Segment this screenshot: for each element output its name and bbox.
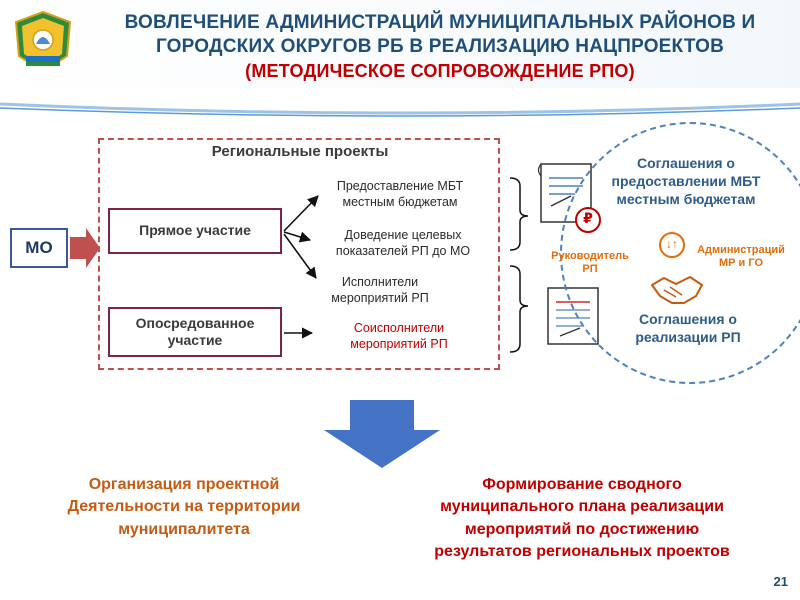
item-3-line-2: мероприятий РП [331, 291, 429, 306]
item-4-line-1: Соисполнители [353, 321, 445, 335]
agreement-mbt: Соглашения о предоставлении МБТ местным … [586, 154, 786, 209]
page-subtitle: (МЕТОДИЧЕСКОЕ СОПРОВОЖДЕНИЕ РПО) [245, 61, 635, 81]
arrow-to-item-3 [283, 233, 317, 279]
header-divider [0, 100, 800, 120]
outcome-project-activity: Организация проектной Деятельности на те… [24, 474, 344, 541]
role-left-line-2: РП [582, 263, 598, 276]
down-arrow [324, 400, 440, 468]
role-left-line-1: Руководитель [551, 250, 629, 262]
page-title-line-2: ГОРОДСКИХ ОКРУГОВ РБ В РЕАЛИЗАЦИЮ НАЦПРО… [155, 36, 725, 57]
regional-projects-frame [98, 138, 500, 370]
agreement-mbt-line-2: предоставлении МБТ [611, 173, 761, 190]
item-executors: Исполнители мероприятий РП [300, 274, 460, 307]
indirect-participation-line-2: участие [167, 332, 223, 348]
page-number: 21 [773, 574, 788, 589]
role-right-line-2: МР и ГО [718, 257, 764, 270]
bracket-bottom [509, 265, 529, 353]
bracket-top [509, 177, 529, 251]
outcome-left-line-1: Организация проектной [88, 476, 280, 493]
indirect-participation-line-1: Опосредованное [135, 314, 255, 331]
outcome-left-line-2: Деятельности на территории [67, 498, 301, 516]
item-co-executors: Соисполнители мероприятий РП [314, 320, 484, 353]
outcome-left-line-3: муниципалитета [118, 520, 250, 538]
item-target-indicators: Доведение целевых показателей РП до МО [308, 227, 498, 260]
item-mbt-transfer: Предоставление МБТ местным бюджетам [300, 178, 500, 211]
page-title-line-1: ВОВЛЕЧЕНИЕ АДМИНИСТРАЦИЙ МУНИЦИПАЛЬНЫХ Р… [124, 12, 756, 33]
outcome-right-line-1: Формирование сводного [482, 476, 682, 493]
outcome-right-line-4: результатов региональных проектов [434, 543, 730, 561]
agreement-mbt-line-1: Соглашения о [637, 155, 735, 171]
item-3-line-1: Исполнители [341, 275, 419, 289]
header [0, 0, 800, 88]
agreement-rp-line-2: реализации РП [635, 329, 741, 346]
coat-of-arms-icon [12, 10, 74, 76]
role-administrations: Администраций МР и ГО [682, 244, 800, 270]
regional-projects-title: Региональные проекты [211, 143, 389, 160]
outcome-consolidated-plan: Формирование сводного муниципального пла… [376, 474, 788, 564]
role-project-head: Руководитель РП [540, 250, 640, 276]
item-1-line-1: Предоставление МБТ [336, 179, 464, 193]
indirect-participation-box: Опосредованное участие [108, 307, 282, 357]
item-2-line-2: показателей РП до МО [335, 244, 471, 259]
arrow-to-item-2 [283, 231, 312, 243]
item-1-line-2: местным бюджетам [342, 195, 458, 210]
outcome-right-line-3: мероприятий по достижению [464, 520, 700, 538]
agreements-circle [560, 122, 800, 384]
direct-participation-box: Прямое участие [108, 208, 282, 254]
agreement-rp: Соглашения о реализации РП [588, 310, 788, 346]
outcome-right-line-2: муниципального плана реализации [440, 498, 724, 516]
agreement-mbt-line-3: местным бюджетам [616, 191, 756, 208]
arrow-to-item-1 [283, 195, 319, 232]
direct-participation-label: Прямое участие [139, 222, 251, 239]
agreement-rp-line-1: Соглашения о [639, 311, 737, 327]
item-4-line-2: мероприятий РП [350, 337, 448, 352]
role-right-line-1: Администраций [697, 244, 785, 256]
item-2-line-1: Доведение целевых [344, 228, 462, 242]
mo-arrow [70, 228, 100, 268]
mo-box: МО [10, 228, 68, 268]
